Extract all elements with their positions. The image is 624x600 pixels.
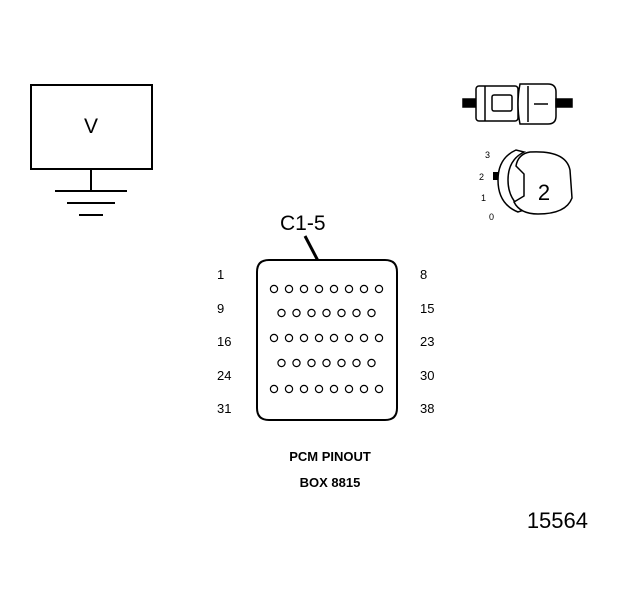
pin-7: [359, 284, 369, 294]
ground-symbol: [55, 169, 127, 216]
pin-3: [299, 284, 309, 294]
voltmeter: V: [30, 84, 153, 216]
pin-13: [337, 308, 346, 318]
pin-24: [277, 358, 286, 368]
switch-pointer: [493, 172, 501, 180]
switch-position-1: 1: [481, 193, 486, 203]
pin-33: [299, 384, 309, 394]
pin-2: [284, 284, 294, 294]
pin-27: [322, 358, 331, 368]
pin-19: [314, 333, 324, 343]
pin-callout-label: C1-5: [280, 212, 326, 235]
switch-knob: [513, 151, 573, 215]
row-2-end-label: 15: [420, 301, 434, 316]
pin-36: [344, 384, 354, 394]
pin-23: [374, 333, 384, 343]
pin-11: [307, 308, 316, 318]
pin-30: [367, 358, 376, 368]
pin-17: [284, 333, 294, 343]
pin-25: [292, 358, 301, 368]
pcm-connector-body: [256, 259, 398, 421]
pin-37: [359, 384, 369, 394]
pin-22: [359, 333, 369, 343]
pin-14: [352, 308, 361, 318]
row-3-end-label: 23: [420, 334, 434, 349]
pin-26: [307, 358, 316, 368]
row-2-start-label: 9: [217, 301, 224, 316]
pin-31: [269, 384, 279, 394]
pin-9: [277, 308, 286, 318]
voltmeter-label: V: [84, 115, 98, 138]
row-5-end-label: 38: [420, 401, 434, 416]
switch-position-0: 0: [489, 212, 494, 222]
row-4-start-label: 24: [217, 368, 231, 383]
caption-title: PCM PINOUT: [289, 449, 371, 464]
pin-5: [329, 284, 339, 294]
row-5-start-label: 31: [217, 401, 231, 416]
row-1-end-label: 8: [420, 267, 427, 282]
switch-position-2: 2: [479, 172, 484, 182]
pin-18: [299, 333, 309, 343]
switch-position-3: 3: [485, 150, 490, 160]
pin-10: [292, 308, 301, 318]
pin-4: [314, 284, 324, 294]
breakout-connector-icon: [462, 83, 573, 125]
pin-15: [367, 308, 376, 318]
pin-12: [322, 308, 331, 318]
pin-34: [314, 384, 324, 394]
figure-number: 15564: [527, 508, 588, 533]
row-3-start-label: 16: [217, 334, 231, 349]
pin-20: [329, 333, 339, 343]
pin-28: [337, 358, 346, 368]
pin-21: [344, 333, 354, 343]
pin-38: [374, 384, 384, 394]
pin-grid: [269, 284, 384, 394]
row-4-end-label: 30: [420, 368, 434, 383]
pin-32: [284, 384, 294, 394]
pin-6: [344, 284, 354, 294]
caption-subtitle: BOX 8815: [300, 475, 361, 490]
pin-1: [269, 284, 279, 294]
pin-8: [374, 284, 384, 294]
pin-16: [269, 333, 279, 343]
switch-setting: 2: [538, 180, 550, 205]
row-1-start-label: 1: [217, 267, 224, 282]
selector-switch-icon: 3 2 1 0 2: [479, 149, 573, 222]
pin-29: [352, 358, 361, 368]
pin-35: [329, 384, 339, 394]
